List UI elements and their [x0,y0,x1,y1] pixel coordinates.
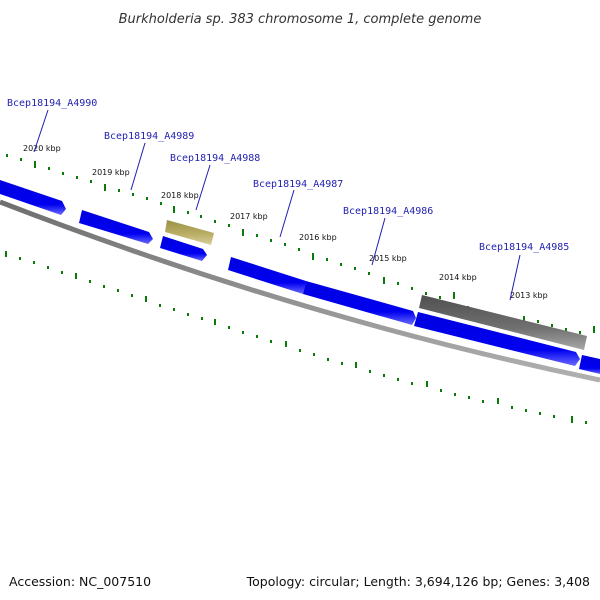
gene-feature-3[interactable] [160,236,207,261]
gene-feature-7[interactable] [579,355,600,374]
gene-label-a4986[interactable]: Bcep18194_A4986 [343,206,433,217]
callout-line-a4990 [33,109,49,153]
kbp-labels: 2020 kbp 2019 kbp 2018 kbp 2017 kbp 2016… [23,144,548,300]
genome-summary-text: Topology: circular; Length: 3,694,126 bp… [246,574,590,589]
callout-line-a4986 [371,217,386,266]
gene-label-a4990[interactable]: Bcep18194_A4990 [7,98,97,109]
kbp-label-2016: 2016 kbp [299,233,337,242]
kbp-label-2014: 2014 kbp [439,273,477,282]
gene-feature-gray[interactable] [419,295,587,350]
gene-feature-2[interactable] [79,210,153,244]
callout-line-a4988 [195,164,211,211]
kbp-label-2018: 2018 kbp [161,191,199,200]
gene-feature-4[interactable] [228,257,306,294]
callout-line-a4989 [130,142,146,191]
gene-feature-1[interactable] [0,180,66,215]
gene-label-a4985[interactable]: Bcep18194_A4985 [479,242,569,253]
forward-gene-track [0,180,600,374]
gene-feature-6[interactable] [414,312,580,366]
kbp-label-2013: 2013 kbp [510,291,548,300]
callout-line-a4987 [279,189,295,238]
kbp-label-2020: 2020 kbp [23,144,61,153]
gene-label-a4988[interactable]: Bcep18194_A4988 [170,153,260,164]
genome-backbone [0,199,600,383]
gene-labels: Bcep18194_A4990 Bcep18194_A4989 Bcep1819… [7,98,569,253]
gene-label-a4989[interactable]: Bcep18194_A4989 [104,131,194,142]
gene-label-a4987[interactable]: Bcep18194_A4987 [253,179,343,190]
accession-text: Accession: NC_007510 [9,574,151,589]
gene-feature-olive[interactable] [165,220,214,245]
gene-callouts [33,109,521,301]
inner-tick-ring [5,251,587,424]
map-title: Burkholderia sp. 383 chromosome 1, compl… [119,12,482,27]
kbp-label-2019: 2019 kbp [92,168,130,177]
gene-feature-5[interactable] [303,281,416,325]
kbp-label-2017: 2017 kbp [230,212,268,221]
callout-line-a4985 [509,254,521,301]
kbp-label-2015: 2015 kbp [369,254,407,263]
